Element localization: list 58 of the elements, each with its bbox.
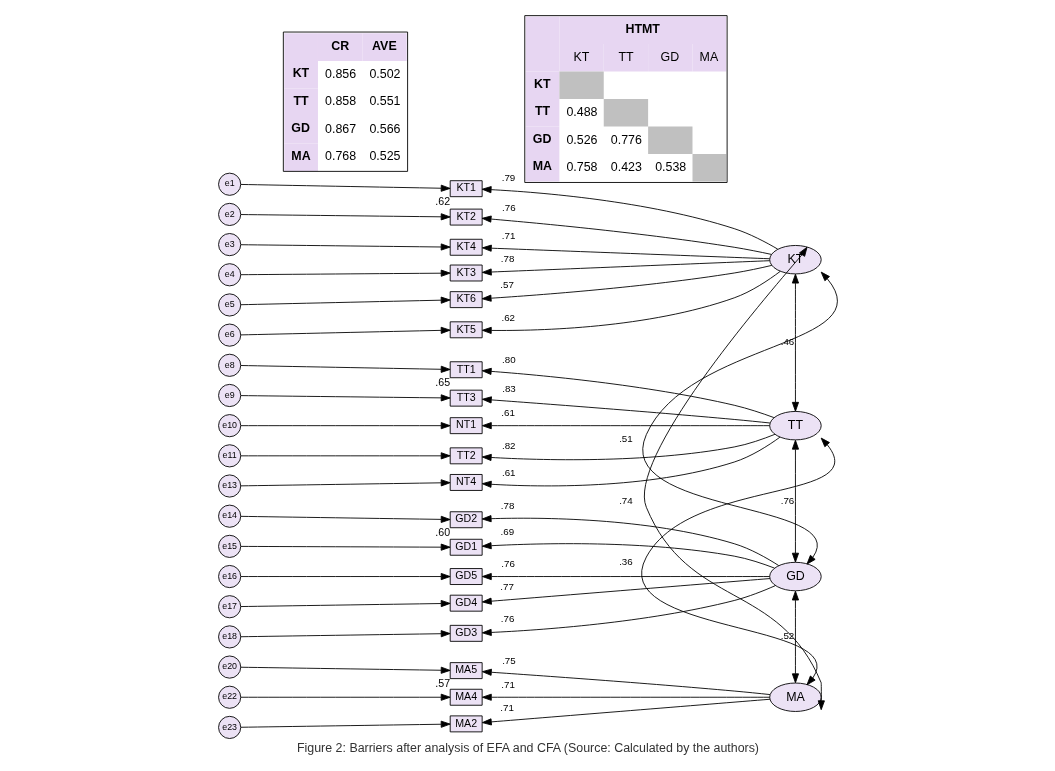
edge-label: .71 — [499, 702, 514, 714]
edge-label: .71 — [500, 678, 515, 690]
edge-label: .82 — [501, 439, 515, 451]
edge-label: .76 — [500, 558, 515, 570]
label: HTMT — [624, 21, 660, 36]
label: CR — [330, 38, 349, 53]
edge-label: .61 — [500, 407, 515, 419]
edge-label: .69 — [500, 526, 514, 538]
edge-label: .80 — [501, 354, 516, 366]
label: KT — [573, 50, 589, 65]
label: 0.423 — [610, 160, 642, 175]
edge-label: .36 — [618, 555, 633, 567]
label: MA — [532, 159, 552, 174]
label: 0.768 — [324, 149, 356, 164]
edge-label: .77 — [499, 581, 514, 593]
node-label: .65 — [434, 376, 450, 389]
edge-label: .83 — [501, 382, 516, 394]
edge-label: .75 — [501, 654, 516, 666]
label: GD — [290, 121, 310, 136]
label: 0.858 — [324, 94, 356, 109]
label: 0.502 — [368, 66, 400, 81]
label: 0.867 — [324, 121, 356, 136]
edge-label: .76 — [780, 494, 794, 506]
node-label: .62 — [434, 195, 450, 208]
label: TT — [293, 93, 309, 108]
label: AVE — [371, 38, 397, 53]
edge-label: .52 — [780, 630, 794, 642]
edge-label: .74 — [618, 495, 633, 507]
label: 0.526 — [565, 132, 598, 147]
edge-label: .76 — [501, 202, 516, 214]
label: GD — [660, 50, 679, 65]
label: 0.551 — [368, 94, 400, 109]
edge-label: .79 — [501, 171, 515, 183]
edge-label: .76 — [500, 613, 514, 625]
label: MA — [290, 148, 311, 163]
caption: Figure 2: Barriers after analysis of EFA and CFA (Source: Calculated by the authors) — [296, 741, 759, 756]
label: 0.776 — [610, 132, 642, 147]
edge-label: .61 — [501, 466, 516, 478]
label: MA — [699, 50, 718, 65]
edge-label: .78 — [500, 499, 514, 511]
node-label: .60 — [434, 526, 450, 539]
label: 0.758 — [565, 160, 598, 175]
edge-label: .57 — [499, 278, 514, 290]
edge-label: .51 — [618, 433, 633, 445]
edge-label: .62 — [501, 312, 515, 324]
label: GD — [532, 131, 551, 146]
label: 0.525 — [368, 149, 400, 164]
label: TT — [617, 50, 634, 65]
label: KT — [292, 66, 309, 81]
label: 0.856 — [324, 66, 356, 81]
edge-label: .71 — [501, 230, 515, 242]
edge-label: .78 — [500, 252, 514, 264]
label: 0.538 — [654, 160, 686, 175]
node-label: .57 — [434, 677, 450, 690]
label: TT — [534, 104, 550, 119]
label: 0.488 — [565, 105, 598, 120]
label: 0.566 — [368, 121, 400, 136]
label: KT — [533, 76, 551, 91]
